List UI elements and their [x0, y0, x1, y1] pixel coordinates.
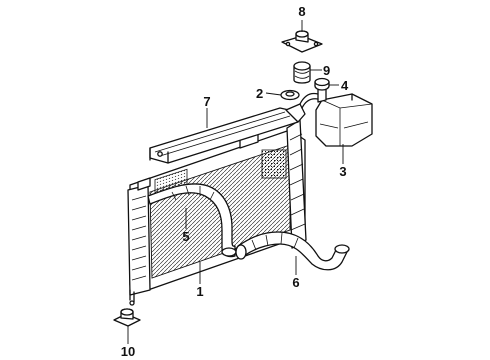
callout-1: 1	[196, 284, 203, 299]
callout-7: 7	[203, 94, 210, 109]
callout-5: 5	[182, 229, 189, 244]
upper-baffle	[149, 103, 306, 164]
callout-3: 3	[339, 164, 346, 179]
reservoir-cap	[314, 77, 330, 91]
callout-9: 9	[323, 63, 330, 78]
overflow-tube	[299, 92, 319, 109]
upper-mount-bracket	[281, 30, 323, 53]
upper-hose	[147, 183, 237, 258]
mount-insulator	[293, 61, 311, 84]
callout-10: 10	[121, 344, 135, 359]
coolant-reservoir	[315, 85, 373, 147]
leader-lines	[127, 20, 344, 344]
lower-insulator	[113, 308, 141, 327]
radiator-cap	[280, 89, 300, 101]
callout-2: 2	[256, 86, 263, 101]
callout-4: 4	[341, 78, 349, 93]
lower-hose	[235, 231, 350, 271]
callout-6: 6	[292, 275, 299, 290]
callout-8: 8	[298, 4, 305, 19]
